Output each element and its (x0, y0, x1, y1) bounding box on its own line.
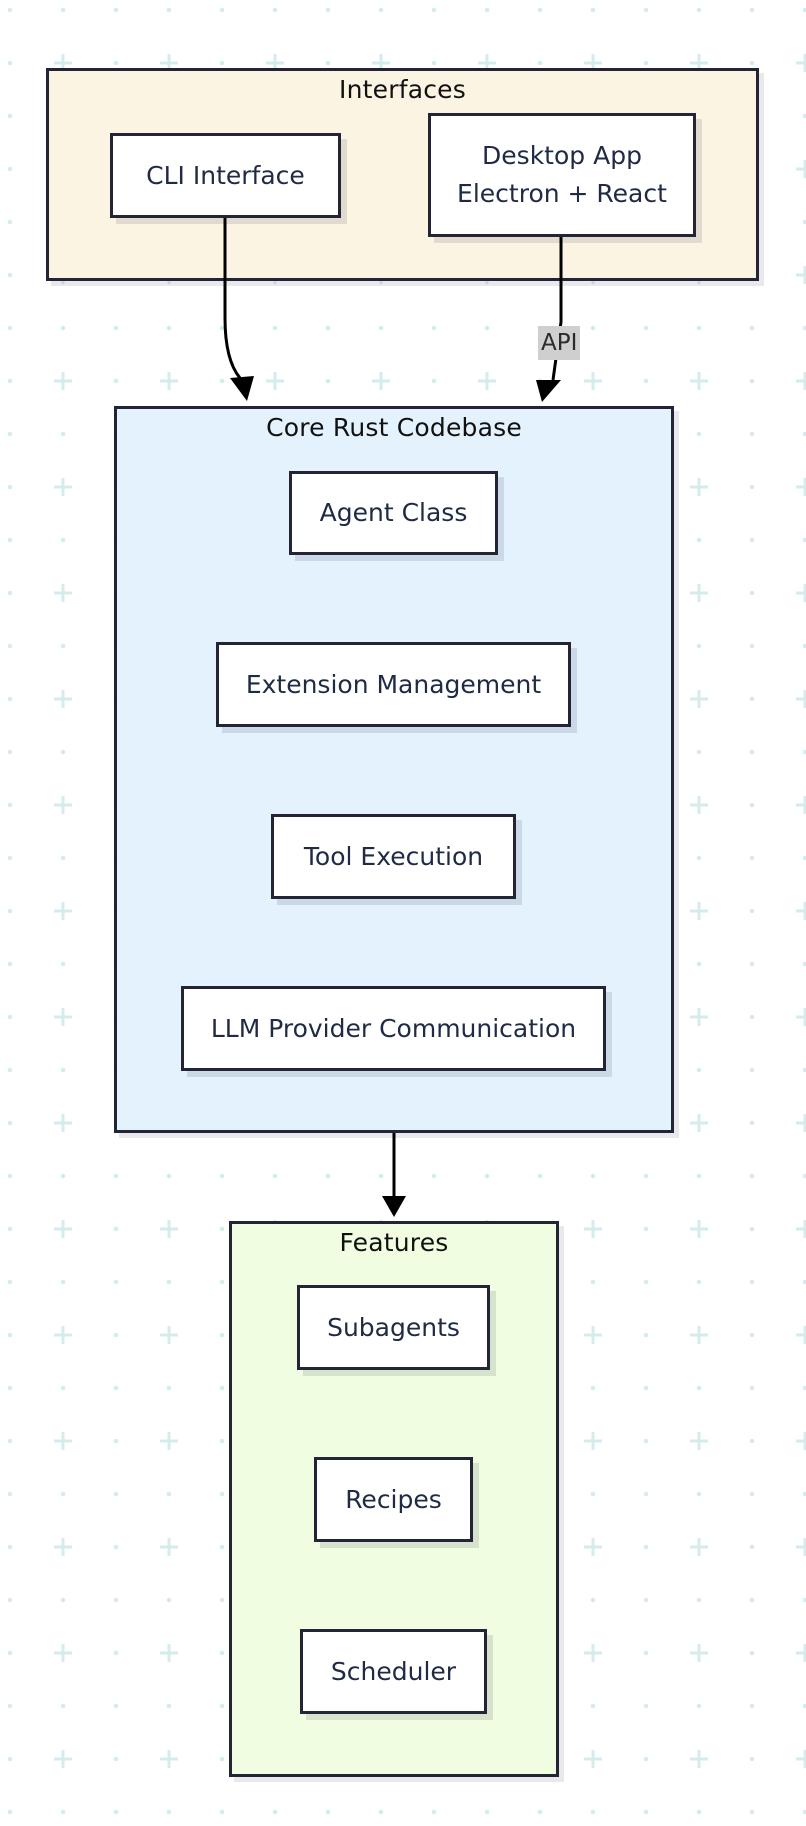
recipes-node[interactable]: Recipes (314, 1457, 473, 1542)
llm-provider-communication-label: LLM Provider Communication (210, 1013, 577, 1043)
cli-interface-node[interactable]: CLI Interface (110, 133, 341, 218)
llm-provider-communication-node[interactable]: LLM Provider Communication (181, 986, 606, 1071)
subagents-node[interactable]: Subagents (297, 1285, 490, 1370)
desktop-app-label-line2: Electron + React (457, 179, 667, 208)
extension-management-node[interactable]: Extension Management (216, 642, 571, 727)
tool-execution-label: Tool Execution (303, 841, 484, 871)
scheduler-label: Scheduler (330, 1656, 457, 1686)
features-group-title: Features (339, 1228, 449, 1257)
api-edge-label: API (538, 326, 581, 360)
agent-class-node[interactable]: Agent Class (289, 471, 498, 555)
desktop-app-label-line1: Desktop App (482, 141, 642, 170)
interfaces-group-title: Interfaces (339, 75, 466, 104)
extension-management-label: Extension Management (245, 669, 542, 699)
scheduler-node[interactable]: Scheduler (300, 1629, 487, 1714)
cli-interface-label: CLI Interface (146, 160, 305, 190)
desktop-app-node[interactable]: Desktop App Electron + React (428, 113, 696, 237)
recipes-label: Recipes (345, 1484, 442, 1514)
core-rust-codebase-title: Core Rust Codebase (266, 413, 522, 442)
agent-class-label: Agent Class (319, 498, 468, 527)
subagents-label: Subagents (327, 1312, 460, 1342)
tool-execution-node[interactable]: Tool Execution (271, 814, 516, 899)
